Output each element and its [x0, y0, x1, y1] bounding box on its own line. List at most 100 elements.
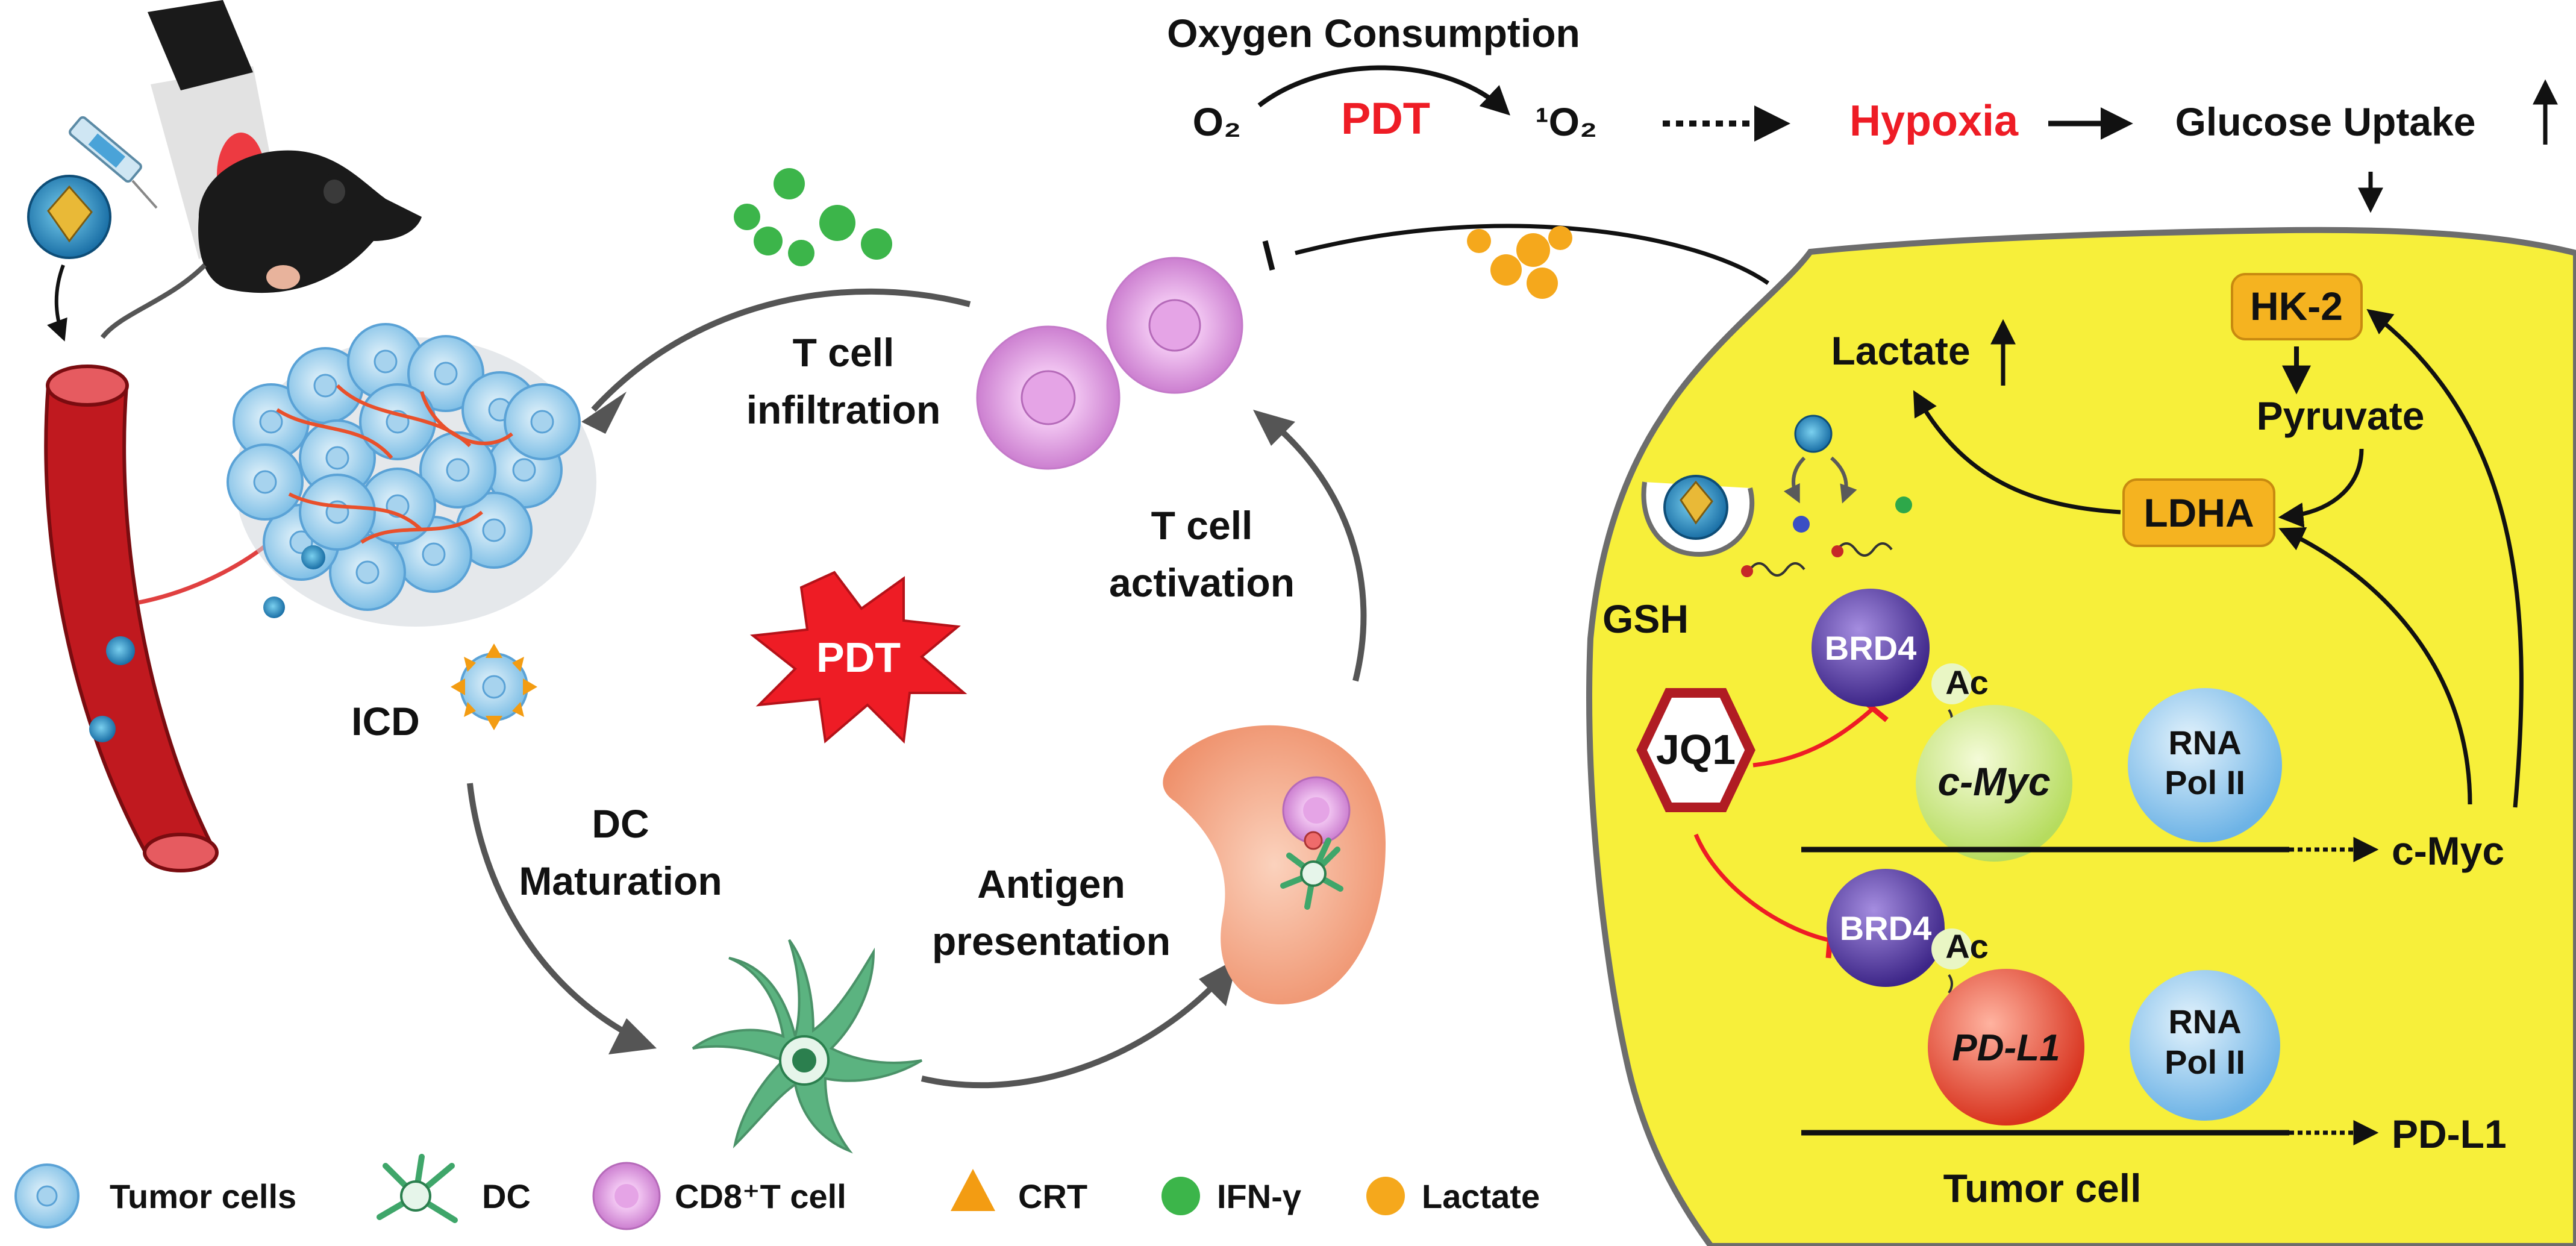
- pdt-burst-label: PDT: [816, 634, 901, 681]
- inhibit-brd4-bottom: [1693, 833, 1829, 942]
- tumor-cell-membrane: [1586, 227, 2576, 1246]
- tumor-cell-nucleus: [482, 518, 506, 542]
- tumor-cell-nucleus: [313, 374, 337, 398]
- tumor-cell-caption: Tumor cell: [1943, 1166, 2142, 1210]
- dc-maturation-line2: Maturation: [519, 859, 722, 903]
- cycle-arrow-activation: [1269, 419, 1367, 682]
- lactate-up-label: Lactate: [1831, 328, 1970, 373]
- rna-pol-top: RNA Pol II: [2128, 688, 2282, 842]
- legend-item-crt: CRT: [951, 1169, 1087, 1215]
- ldha-box: LDHA: [2122, 478, 2275, 547]
- tumor-cell-nucleus: [355, 560, 380, 584]
- pyruvate-label: Pyruvate: [2257, 393, 2425, 438]
- singlet-o2-label: ¹O₂: [1536, 99, 1598, 144]
- tumor-cell-nucleus: [446, 458, 470, 482]
- legend-label-tumor: Tumor cells: [110, 1177, 296, 1215]
- dendritic-cell: [692, 939, 923, 1154]
- oxygen-arc-arrow: [1257, 65, 1510, 116]
- brd4-top: BRD4: [1812, 589, 1930, 707]
- gsh-label: GSH: [1602, 596, 1689, 641]
- mouse-icon: [100, 150, 422, 339]
- laser-device: [148, 0, 253, 90]
- tumor-mass: [227, 323, 596, 627]
- glucose-uptake-label: Glucose Uptake: [2175, 99, 2476, 144]
- ifn-gamma-icon: [1161, 1177, 1200, 1215]
- legend-item-tumor: Tumor cells: [14, 1163, 296, 1229]
- t-cell-activation-line1: T cell: [1151, 503, 1253, 548]
- o2-label: O₂: [1193, 99, 1242, 144]
- legend-item-tcell: CD8⁺T cell: [592, 1162, 846, 1230]
- tumor-cell-nucleus: [530, 410, 554, 434]
- legend-item-lactate: Lactate: [1366, 1177, 1540, 1215]
- legend-item-dc: DC: [377, 1154, 531, 1223]
- pdt-header-label: PDT: [1341, 93, 1430, 143]
- cycle-arrow-infiltration: [591, 288, 971, 412]
- hk2-box: HK-2: [2231, 273, 2363, 340]
- crt-icon: [951, 1169, 995, 1211]
- lactate-icon: [1366, 1177, 1405, 1215]
- cycle-arrow-antigen: [921, 974, 1225, 1089]
- cd8-t-cell-icon: [592, 1162, 661, 1230]
- pdl1-gene: PD-L1: [1928, 969, 2084, 1125]
- syringe-icon: [69, 116, 158, 209]
- ldha-label: LDHA: [2143, 490, 2254, 535]
- antigen-presentation-cell: [1163, 725, 1386, 1005]
- rna-pol-bottom: RNA Pol II: [2130, 970, 2280, 1121]
- rna-top-line1: RNA: [2168, 724, 2241, 762]
- icd-cell: [451, 643, 537, 730]
- jq1-label: JQ1: [1656, 726, 1736, 773]
- t-cell-infiltration-line1: T cell: [793, 330, 895, 375]
- cmyc-gene: c-Myc: [1916, 705, 2072, 862]
- tumor-cell-icon: [14, 1163, 80, 1229]
- tumor-cell-nucleus: [253, 470, 277, 494]
- legend-label-tcell: CD8⁺T cell: [675, 1177, 846, 1215]
- pdt-burst-icon: PDT: [749, 571, 968, 744]
- ifn-gamma-particles: [734, 168, 892, 266]
- rna-bottom-line1: RNA: [2168, 1003, 2241, 1041]
- tumor-cell-nucleus: [422, 542, 446, 566]
- cycle-arrow-dc-maturation: [467, 783, 634, 1039]
- legend-label-ifn: IFN-γ: [1217, 1177, 1301, 1215]
- inhibit-brd4-top: [1752, 706, 1875, 768]
- cmyc-gene-label: c-Myc: [1937, 759, 2050, 804]
- dc-maturation-line1: DC: [592, 801, 649, 846]
- pdl1-product-label: PD-L1: [2392, 1112, 2507, 1156]
- ac-bottom-label: Ac: [1945, 927, 1989, 965]
- brd4-bottom: BRD4: [1827, 869, 1945, 987]
- antigen-line1: Antigen: [977, 862, 1125, 906]
- jq1-hexagon: JQ1: [1636, 688, 1755, 812]
- tumor-cell-nucleus: [512, 458, 536, 482]
- dc-icon: [377, 1154, 458, 1223]
- lactate-particles: [1467, 226, 1572, 299]
- legend-label-dc: DC: [482, 1177, 531, 1215]
- brd4-bottom-label: BRD4: [1840, 909, 1931, 947]
- drug-squiggle-2: [1836, 542, 1893, 557]
- ac-top-label: Ac: [1945, 663, 1989, 701]
- t-cell-2: [1106, 257, 1243, 394]
- legend: Tumor cells DC CD8⁺T cell CRT: [14, 1154, 1540, 1230]
- nanoparticle-small-icon: [1794, 415, 1833, 453]
- tumor-cell-nucleus: [259, 410, 283, 434]
- tumor-cell-nucleus: [374, 349, 398, 374]
- legend-label-lactate: Lactate: [1422, 1177, 1540, 1215]
- brd4-top-label: BRD4: [1825, 629, 1916, 667]
- legend-item-ifn: IFN-γ: [1161, 1177, 1301, 1215]
- cmyc-product-label: c-Myc: [2392, 828, 2504, 873]
- pdl1-gene-label: PD-L1: [1952, 1027, 2060, 1069]
- t-cell-infiltration-line2: infiltration: [746, 387, 941, 432]
- antigen-line2: presentation: [932, 919, 1171, 963]
- legend-label-crt: CRT: [1018, 1177, 1087, 1215]
- tumor-cell-nucleus: [325, 446, 349, 470]
- oxygen-consumption-label: Oxygen Consumption: [1167, 11, 1580, 55]
- drug-squiggle-1: [1749, 562, 1805, 577]
- lactate-inhibition-arc: [1295, 224, 1769, 285]
- icd-label: ICD: [351, 699, 420, 744]
- t-cell-activation-line2: activation: [1109, 560, 1295, 605]
- rna-bottom-line2: Pol II: [2165, 1043, 2245, 1081]
- rna-top-line2: Pol II: [2165, 763, 2245, 801]
- hk2-label: HK-2: [2250, 284, 2343, 328]
- tumor-cell-nucleus: [434, 362, 458, 386]
- hypoxia-label: Hypoxia: [1849, 97, 2019, 145]
- nanoparticle-icon: [1663, 475, 1728, 540]
